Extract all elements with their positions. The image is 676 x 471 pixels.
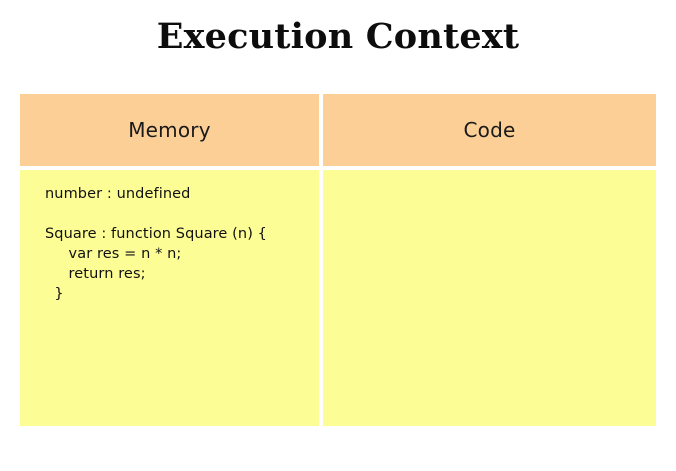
page-title: Execution Context [156, 16, 520, 57]
execution-context-table: Memory Code number : undefined Square : … [20, 94, 656, 426]
memory-content: number : undefined Square : function Squ… [45, 186, 267, 302]
header-body-divider-left [20, 166, 319, 170]
header-column-divider [319, 94, 323, 166]
table-divider-center [319, 166, 323, 170]
header-body-divider-right [323, 166, 656, 170]
memory-cell: number : undefined Square : function Squ… [20, 170, 319, 426]
column-header-memory: Memory [20, 94, 319, 166]
column-header-code: Code [323, 94, 656, 166]
code-cell [323, 170, 656, 426]
body-column-divider [319, 170, 323, 426]
